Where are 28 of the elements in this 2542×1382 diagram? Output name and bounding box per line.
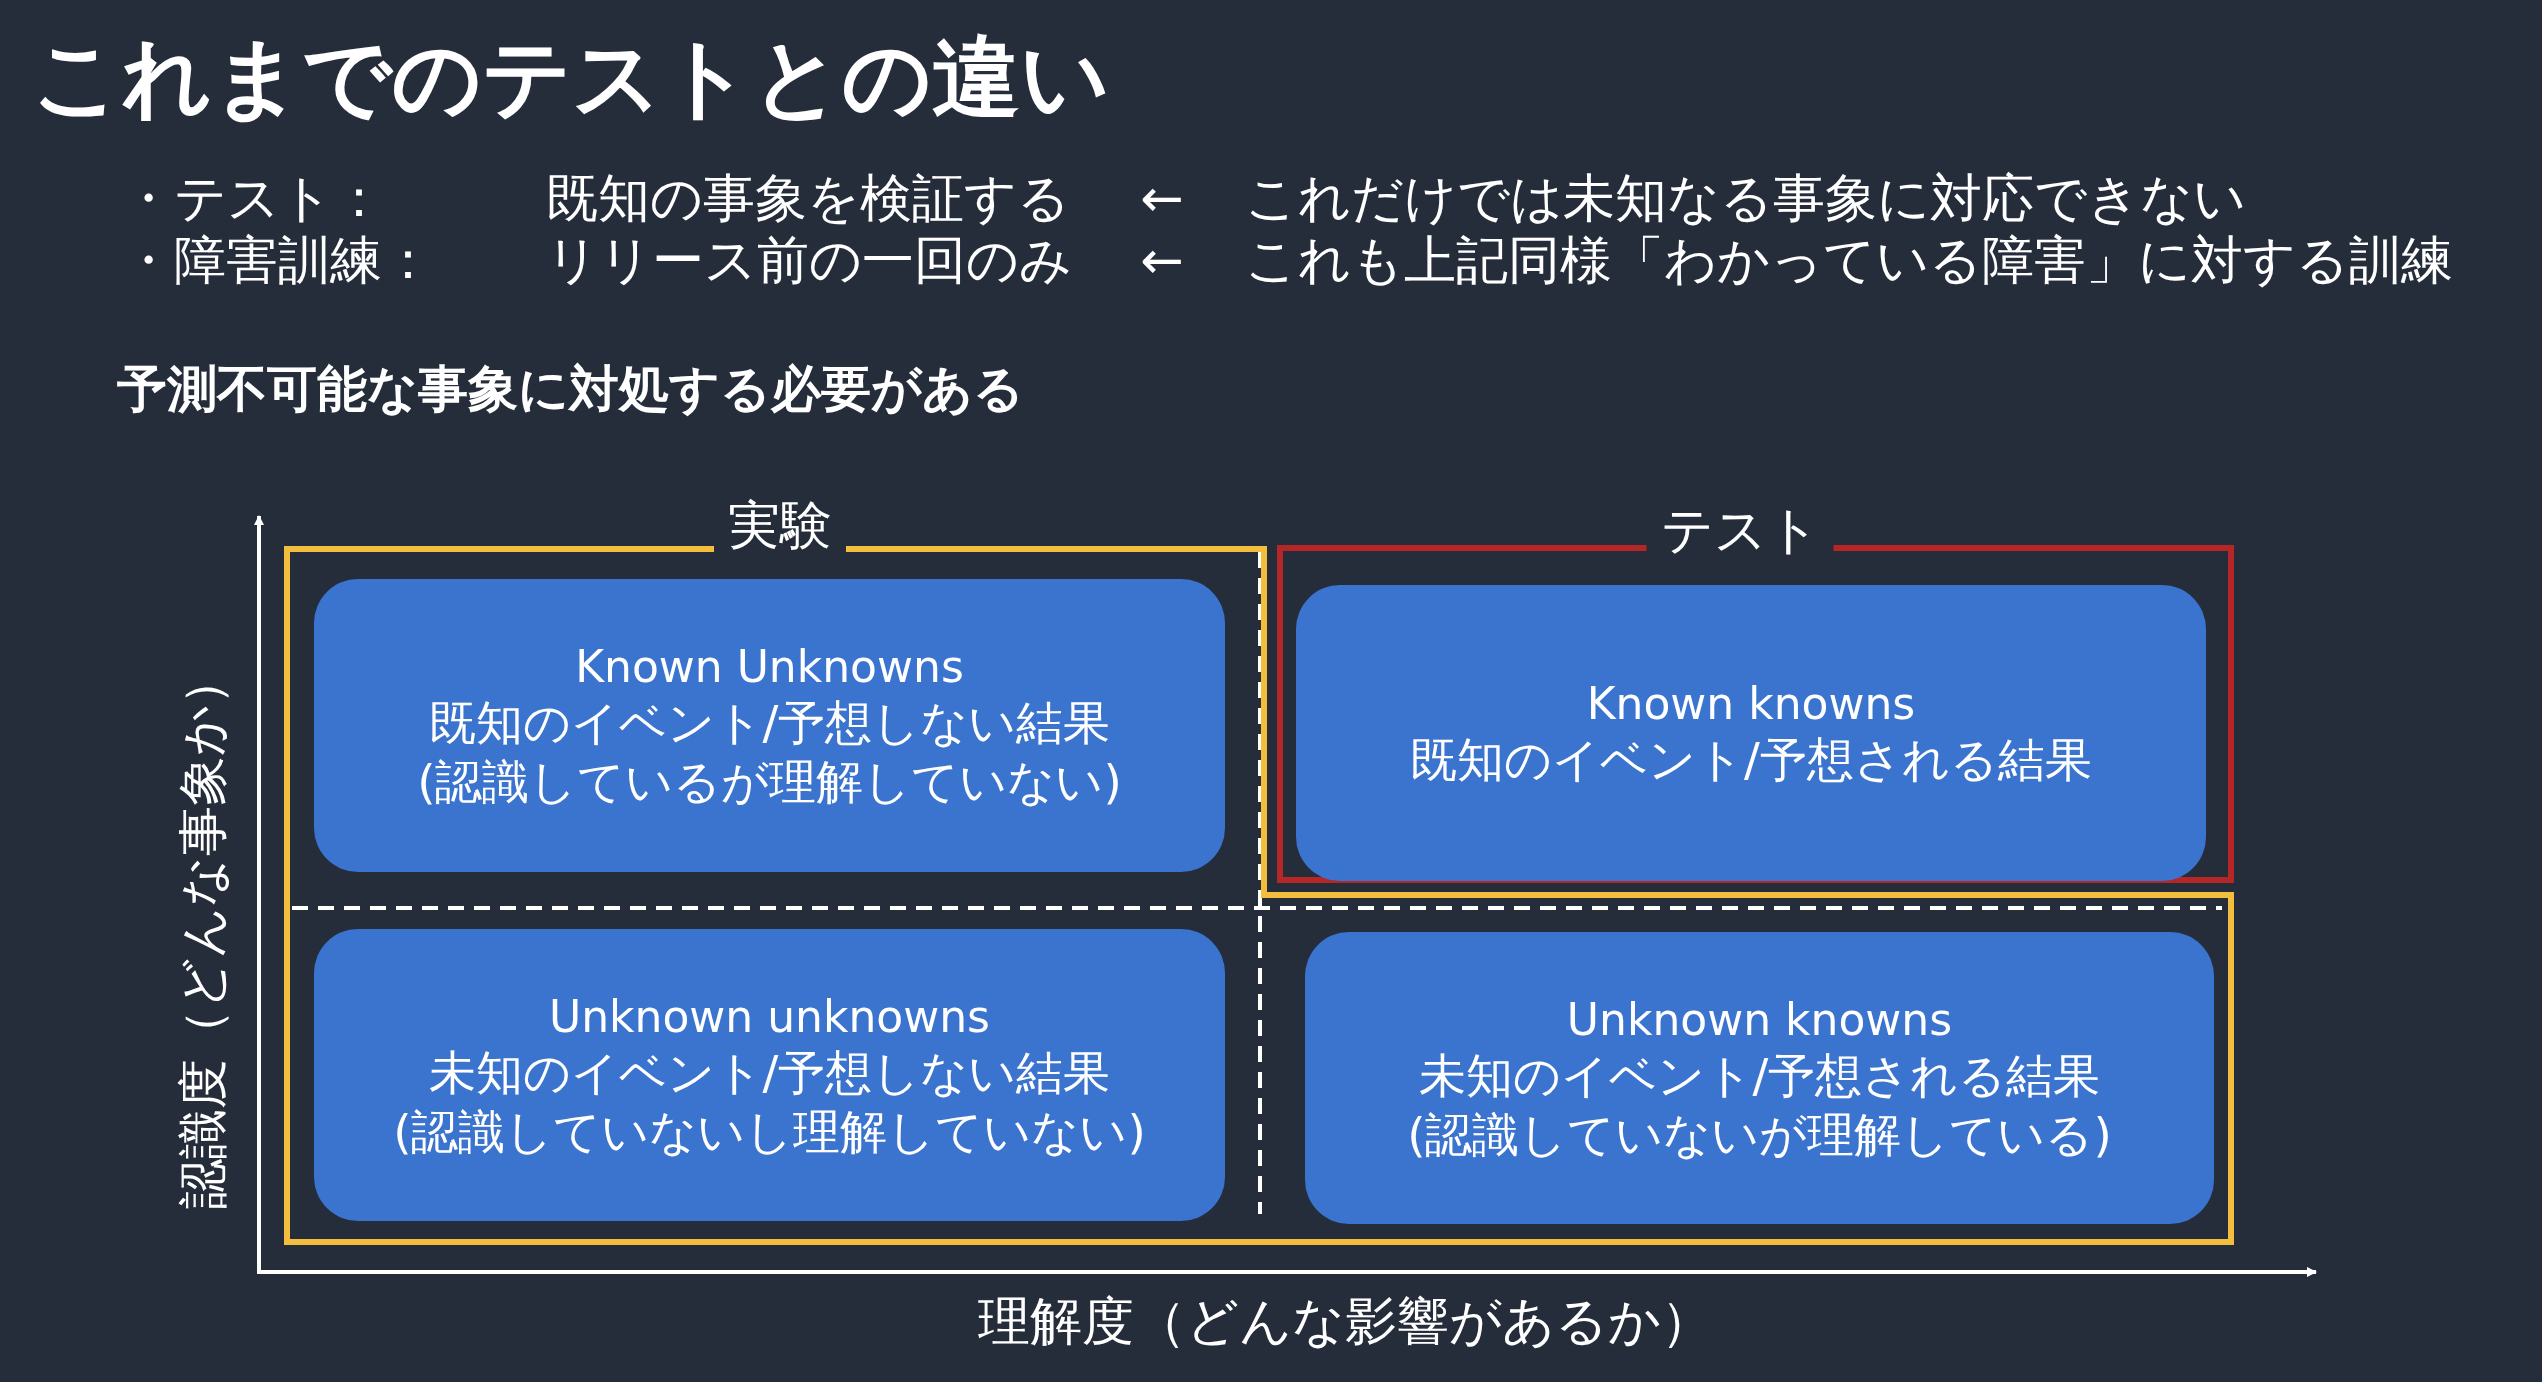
quadrant-card <box>1296 585 2206 881</box>
bullet-text: ・障害訓練： <box>122 232 434 290</box>
group-label: 実験 <box>714 497 846 555</box>
emphasis-text: 予測不可能な事象に対処する必要がある <box>117 362 1024 417</box>
arrow-text: ← <box>1140 232 1184 290</box>
note-text: これだけでは未知なる事象に対応できない <box>1245 170 2246 228</box>
quadrant-text: 未知のイベント/予想される結果 <box>1418 1046 2101 1105</box>
bullet-text: ・テスト： <box>122 170 385 228</box>
slide-title: これまでのテストとの違い <box>32 30 1110 127</box>
quadrant-card <box>314 579 1225 872</box>
quadrant-card <box>314 929 1225 1221</box>
quadrant-heading: Known knowns <box>1586 677 1916 732</box>
quadrant-heading: Unknown unknowns <box>548 989 991 1044</box>
description-text: 既知の事象を検証する <box>546 170 1070 228</box>
quadrant-heading: Known Unknowns <box>575 640 964 695</box>
axis-label: 認識度（どんな事象か） <box>175 655 231 1209</box>
quadrant-heading: Unknown knowns <box>1566 992 1953 1047</box>
quadrant-text: 既知のイベント/予想される結果 <box>1410 731 2092 790</box>
axis-label: 理解度（どんな影響があるか） <box>977 1293 1713 1351</box>
arrow-text: ← <box>1140 170 1184 228</box>
description-text: リリース前の一回のみ <box>546 232 1072 290</box>
quadrant-card <box>1305 932 2214 1224</box>
quadrant-text: 既知のイベント/予想しない結果 <box>428 694 1111 753</box>
quadrant-text: (認識しているが理解していない) <box>417 753 1122 811</box>
quadrant-text: (認識していないが理解している) <box>1407 1105 2112 1164</box>
note-text: これも上記同様「わかっている障害」に対する訓練 <box>1245 232 2453 290</box>
quadrant-text: 未知のイベント/予想しない結果 <box>428 1043 1111 1102</box>
quadrant-text: (認識していないし理解していない) <box>393 1102 1146 1161</box>
